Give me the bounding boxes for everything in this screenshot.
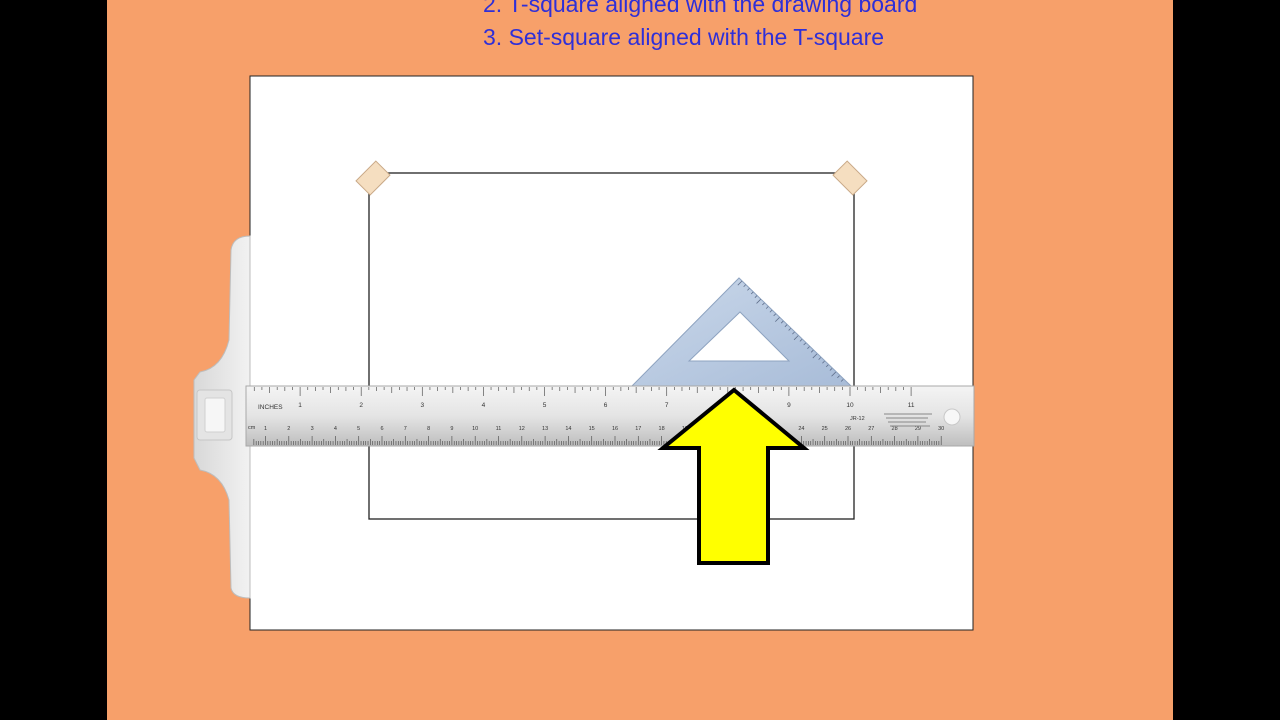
t-square-head-inset bbox=[204, 397, 226, 433]
cm-label: 17 bbox=[635, 426, 641, 432]
inch-label: 7 bbox=[665, 402, 669, 409]
cm-label: 29 bbox=[915, 426, 921, 432]
cm-label: 24 bbox=[798, 426, 804, 432]
cm-label: 11 bbox=[496, 426, 502, 432]
cm-label: 12 bbox=[519, 426, 525, 432]
cm-label: 3 bbox=[311, 426, 314, 432]
drawing-paper bbox=[368, 172, 855, 520]
cm-label: 15 bbox=[589, 426, 595, 432]
cm-label: 13 bbox=[542, 426, 548, 432]
masking-tape-right bbox=[832, 160, 868, 196]
inch-label: 2 bbox=[359, 402, 363, 409]
cm-label: 7 bbox=[404, 426, 407, 432]
cm-label: 28 bbox=[892, 426, 898, 432]
t-square-blade: 1234567891011123456789101112131415161718… bbox=[245, 385, 975, 447]
inch-label: 1 bbox=[298, 402, 302, 409]
inch-label: 10 bbox=[846, 402, 854, 409]
cm-label: 2 bbox=[287, 426, 290, 432]
inch-label: 6 bbox=[604, 402, 608, 409]
inch-label: 5 bbox=[543, 402, 547, 409]
cm-label: 5 bbox=[357, 426, 360, 432]
cm-label: 8 bbox=[427, 426, 430, 432]
ruler-model-label: JR-12 bbox=[850, 416, 865, 422]
cm-label: 16 bbox=[612, 426, 618, 432]
cm-label: 26 bbox=[845, 426, 851, 432]
cm-label: 10 bbox=[472, 426, 478, 432]
cm-label: 18 bbox=[659, 426, 665, 432]
cm-label: 6 bbox=[380, 426, 383, 432]
cm-label: 25 bbox=[822, 426, 828, 432]
inch-label: 4 bbox=[482, 402, 486, 409]
cm-label: 14 bbox=[565, 426, 571, 432]
ruler-cm-label: cm bbox=[248, 425, 256, 431]
cm-label: 27 bbox=[868, 426, 874, 432]
inch-label: 11 bbox=[908, 402, 915, 409]
caption-line-3: 3. Set-square aligned with the T-square bbox=[483, 24, 885, 50]
inch-label: 3 bbox=[420, 402, 424, 409]
ruler-unit-label: INCHES bbox=[258, 404, 283, 411]
inch-label: 9 bbox=[787, 402, 791, 409]
ruler-maker-imprint bbox=[884, 413, 932, 427]
cm-label: 30 bbox=[938, 426, 944, 432]
cm-label: 4 bbox=[334, 426, 337, 432]
caption-line-2: 2. T-square aligned with the drawing boa… bbox=[483, 0, 918, 17]
cm-label: 9 bbox=[450, 426, 453, 432]
cm-label: 1 bbox=[264, 426, 267, 432]
masking-tape-left bbox=[355, 160, 391, 196]
set-square-scale bbox=[737, 280, 844, 382]
arrow-pointer-icon bbox=[657, 387, 810, 565]
ruler-hang-hole bbox=[943, 408, 961, 426]
